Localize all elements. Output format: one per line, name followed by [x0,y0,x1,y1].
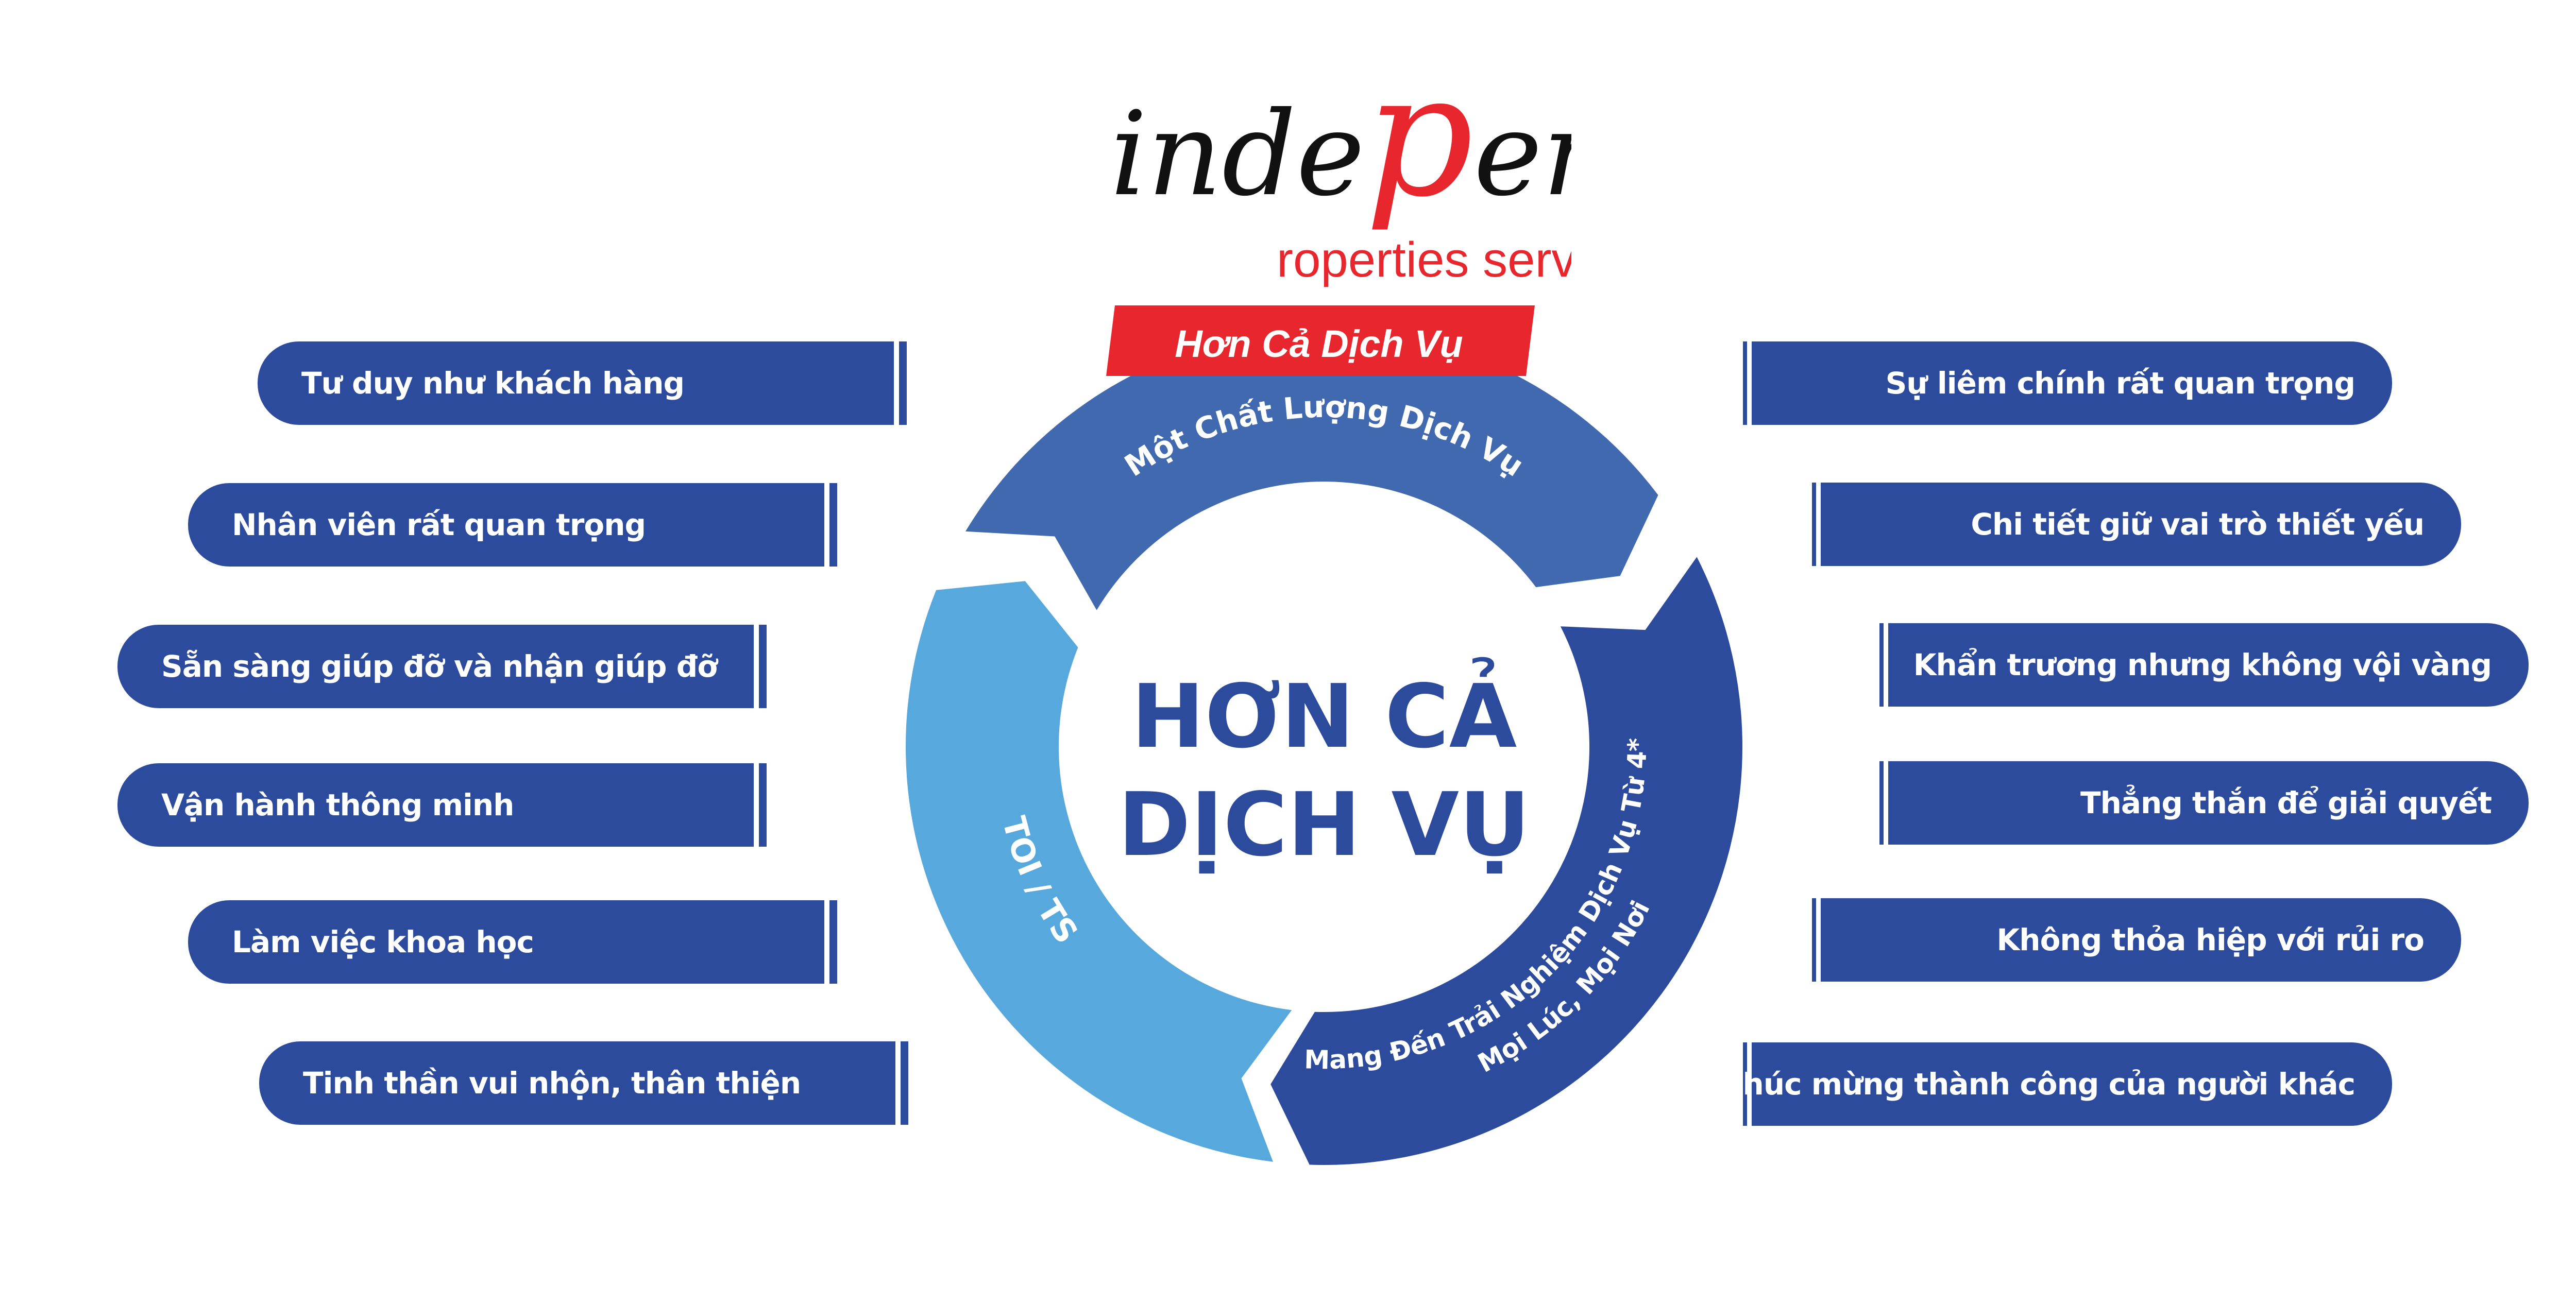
bar-stripe [824,483,829,567]
bar-stripe [1884,761,1888,845]
service-cycle-diagram: Một Chất Lượng Dịch Vụ Mang Đến Trải Ngh… [905,328,1742,1165]
value-label: Không thỏa hiệp với rủi ro [1996,922,2425,957]
left-value-item: Sẵn sàng giúp đỡ và nhận giúp đỡ [117,625,767,708]
value-label: Chi tiết giữ vai trò thiết yếu [1971,507,2425,542]
value-label: Sự liêm chính rất quan trọng [1885,366,2355,401]
ring-segment-top [965,328,1658,610]
logo-subtitle: roperties service [1277,232,1571,287]
right-value-item: Sự liêm chính rất quan trọng [1743,341,2392,425]
center-title-line1: HƠN CẢ [1131,657,1517,768]
logo-wordmark: independent [1110,41,1571,234]
value-label: Khẩn trương nhưng không vội vàng [1913,647,2492,682]
bar-stripe [894,341,899,425]
ring-segment-right [1270,557,1742,1165]
right-value-item: Thẳng thắn để giải quyết [1879,761,2529,845]
bar-stripe [824,900,829,984]
value-label: Thẳng thắn để giải quyết [2080,785,2492,820]
bar-stripe [754,763,759,847]
right-value-item: Khẩn trương nhưng không vội vàng [1879,623,2529,707]
bar-stripe [1816,483,1821,566]
left-value-item: Nhân viên rất quan trọng [188,483,837,567]
value-label: Làm việc khoa học [232,924,534,959]
bar-stripe [1884,623,1888,707]
value-label: Tư duy như khách hàng [301,366,685,401]
ring-segment-left [905,581,1292,1162]
logo: independent roperties service Hơn Cả Dịc… [1106,41,1571,376]
logo-tagline: Hơn Cả Dịch Vụ [1175,322,1463,365]
left-value-item: Tinh thần vui nhộn, thân thiện [259,1041,908,1125]
right-value-item: Chi tiết giữ vai trò thiết yếu [1812,483,2461,566]
value-label: Tinh thần vui nhộn, thân thiện [303,1066,801,1101]
value-label: Sẵn sàng giúp đỡ và nhận giúp đỡ [161,649,718,684]
value-label: Nhân viên rất quan trọng [232,507,646,542]
right-value-item: Luôn chúc mừng thành công của người khác [1636,1042,2392,1126]
bar-stripe [754,625,759,708]
value-label: Luôn chúc mừng thành công của người khác [1635,1067,2355,1102]
value-label: Vận hành thông minh [161,787,514,822]
bar-stripe [1747,1042,1752,1126]
tagline-banner [1106,305,1535,376]
bar-stripe [1747,341,1752,425]
center-title-line2: DỊCH VỤ [1118,774,1530,876]
right-value-item: Không thỏa hiệp với rủi ro [1812,898,2461,982]
bar-stripe [1816,898,1821,982]
left-value-item: Tư duy như khách hàng [258,341,907,425]
left-value-item: Vận hành thông minh [117,763,767,847]
left-value-item: Làm việc khoa học [188,900,837,984]
bar-stripe [895,1041,901,1125]
